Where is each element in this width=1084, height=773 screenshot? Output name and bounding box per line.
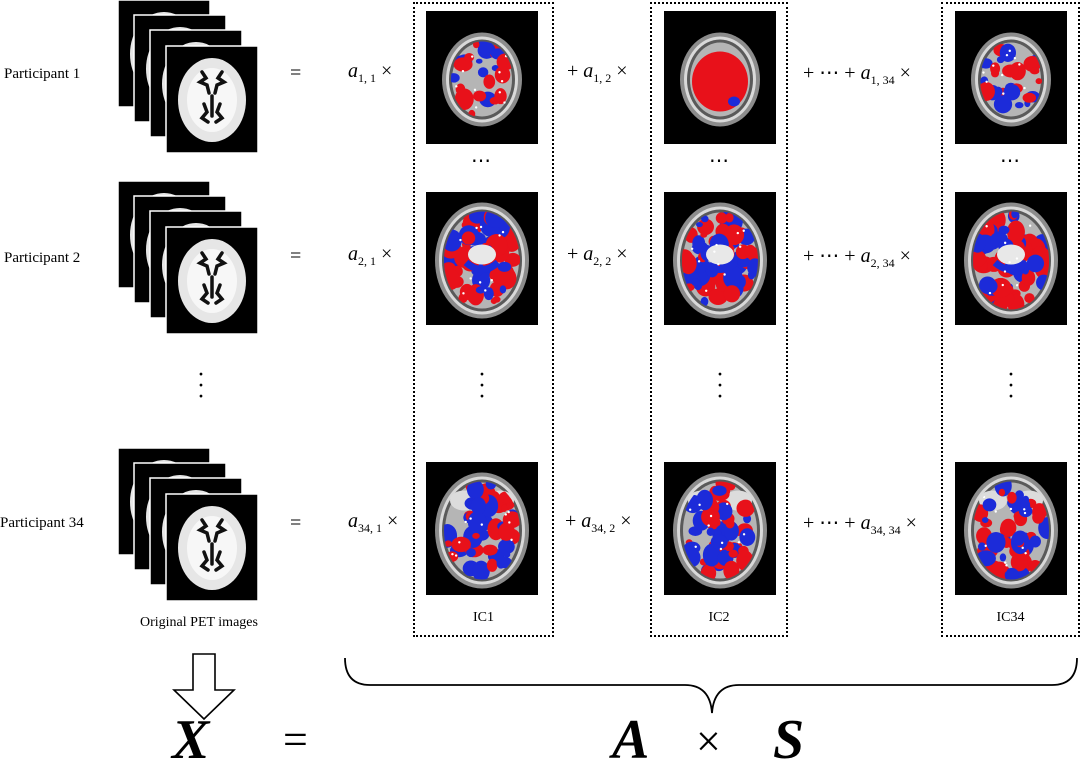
ic-label: IC2 [708, 610, 730, 625]
coefficient: a34, 1 × [348, 510, 399, 535]
horizontal-ellipsis: ⋯ [1000, 150, 1022, 172]
equation-equals: = [283, 715, 308, 764]
ic-label: IC34 [996, 610, 1025, 625]
brain-map-ic34-row2 [955, 192, 1067, 325]
matrix-x: X [172, 709, 210, 771]
coefficient: + ⋯ + a1, 34 × [803, 62, 911, 87]
coefficient: + a2, 2 × [567, 243, 628, 268]
ic-column-box [941, 2, 1080, 637]
coefficient: a1, 1 × [348, 60, 393, 85]
vertical-ellipsis: ··· [716, 362, 724, 410]
vertical-ellipsis: ··· [1007, 362, 1015, 410]
horizontal-ellipsis: ⋯ [709, 150, 731, 172]
equals-sign: = [290, 245, 302, 267]
participant-label: Participant 34 [0, 515, 84, 531]
coefficient: + a1, 2 × [567, 60, 628, 85]
equation-times: × [696, 717, 721, 766]
vertical-ellipsis: ··· [197, 362, 205, 410]
pet-image-stack [118, 181, 263, 336]
coefficient: + ⋯ + a34, 34 × [803, 512, 917, 537]
participant-label: Participant 1 [4, 66, 81, 82]
matrix-s: S [773, 709, 805, 771]
brain-map-ic2-row3 [664, 462, 776, 595]
equals-sign: = [290, 512, 302, 534]
brain-map-ic34-row1 [955, 11, 1067, 144]
brain-map-ic1-row2 [426, 192, 538, 325]
down-arrow-icon [170, 652, 240, 722]
pet-image-stack [118, 448, 263, 603]
pet-image-stack [118, 0, 263, 155]
curly-brace-icon [340, 655, 1082, 715]
brain-map-ic2-row1 [664, 11, 776, 144]
caption-original-pet: Original PET images [140, 615, 258, 630]
brain-map-ic34-row3 [955, 462, 1067, 595]
brain-map-ic1-row1 [426, 11, 538, 144]
brain-map-ic1-row3 [426, 462, 538, 595]
matrix-a: A [612, 709, 650, 771]
ic-label: IC1 [473, 610, 494, 625]
coefficient: + ⋯ + a2, 34 × [803, 245, 911, 270]
participant-label: Participant 2 [4, 250, 81, 266]
ic-column-box [413, 2, 554, 637]
horizontal-ellipsis: ⋯ [471, 150, 493, 172]
coefficient: + a34, 2 × [565, 510, 632, 535]
equals-sign: = [290, 62, 302, 84]
coefficient: a2, 1 × [348, 243, 393, 268]
vertical-ellipsis: ··· [478, 362, 486, 410]
brain-map-ic2-row2 [664, 192, 776, 325]
ic-column-box [650, 2, 788, 637]
